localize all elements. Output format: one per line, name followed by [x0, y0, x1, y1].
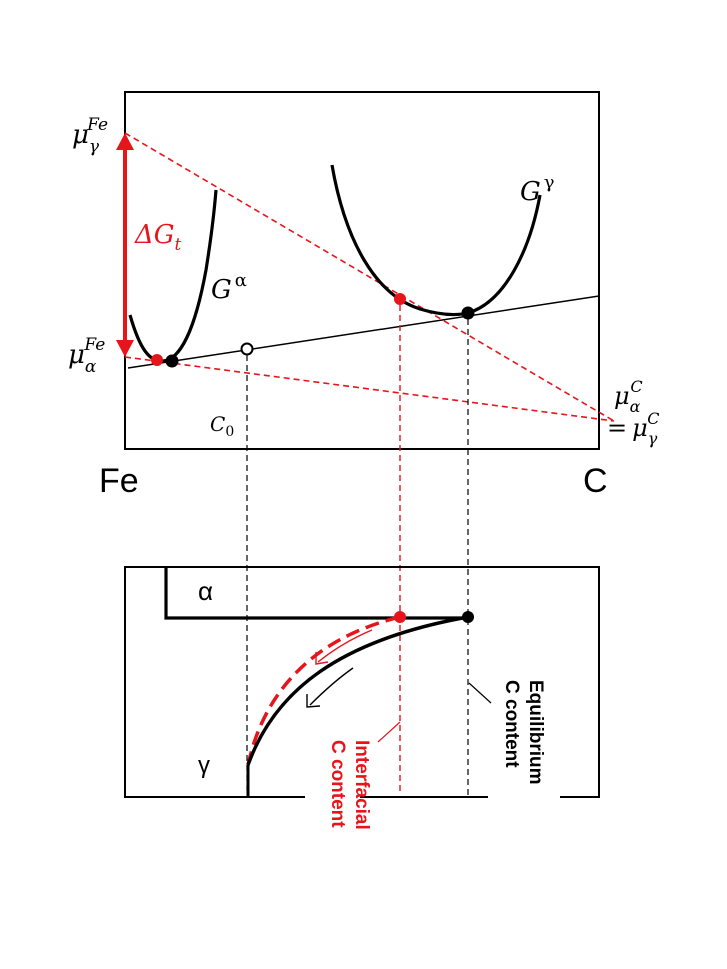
- interfacial-direction-arrow-head: [315, 652, 329, 665]
- delta-g-arrow-head-up: [116, 133, 134, 150]
- g-gamma-curve: [330, 164, 542, 317]
- gamma-equilibrium-point: [461, 306, 475, 320]
- c0-label: C0: [210, 412, 234, 440]
- svg-text:Equilibrium: Equilibrium: [525, 680, 546, 785]
- axis-label-fe: Fe: [99, 462, 139, 500]
- mu-alpha-fe-label: μαFe: [68, 335, 105, 377]
- gamma-tangent-line: [124, 132, 615, 422]
- mu-gamma-fe-label: μγFe: [72, 115, 108, 157]
- equilibrium-leader-line: [468, 682, 492, 704]
- equilibrium-direction-arrow: [309, 667, 354, 706]
- common-tangent-line: [127, 295, 600, 369]
- interfacial-direction-arrow: [317, 629, 373, 663]
- g-alpha-curve: [128, 189, 218, 363]
- mu-alpha-c-label: μαC: [614, 377, 643, 416]
- interfacial-content-point: [394, 611, 406, 623]
- equilibrium-profile-curve: [246, 615, 469, 766]
- equilibrium-direction-arrow-head: [306, 694, 321, 708]
- delta-g-label: ΔGt: [134, 220, 182, 255]
- alpha-equilibrium-point: [165, 354, 179, 368]
- svg-text:C content: C content: [501, 680, 522, 768]
- phase-alpha-label: α: [198, 576, 213, 606]
- interfacial-c-content-label: Interfacial C content: [327, 740, 372, 830]
- alpha-tangent-line: [124, 356, 615, 422]
- equilibrium-content-point: [462, 611, 474, 623]
- interfacial-leader-line: [377, 721, 401, 743]
- top-plot-frame: [124, 91, 600, 450]
- svg-text:Interfacial: Interfacial: [351, 740, 372, 830]
- interfacial-profile-curve: [246, 615, 401, 766]
- alpha-interface-point: [151, 354, 163, 366]
- c0-open-point: [240, 342, 254, 356]
- equilibrium-c-content-label: Equilibrium C content: [501, 680, 546, 785]
- alpha-phase-outline: [164, 567, 468, 620]
- svg-text:C content: C content: [327, 740, 348, 828]
- bottom-frame: [124, 566, 600, 798]
- phase-gamma-label: γ: [198, 752, 210, 779]
- mu-gamma-c-label: =μγC: [607, 409, 660, 448]
- gamma-interface-point: [394, 293, 406, 305]
- axis-label-c: C: [583, 462, 608, 500]
- delta-g-arrow-head-down: [116, 340, 134, 357]
